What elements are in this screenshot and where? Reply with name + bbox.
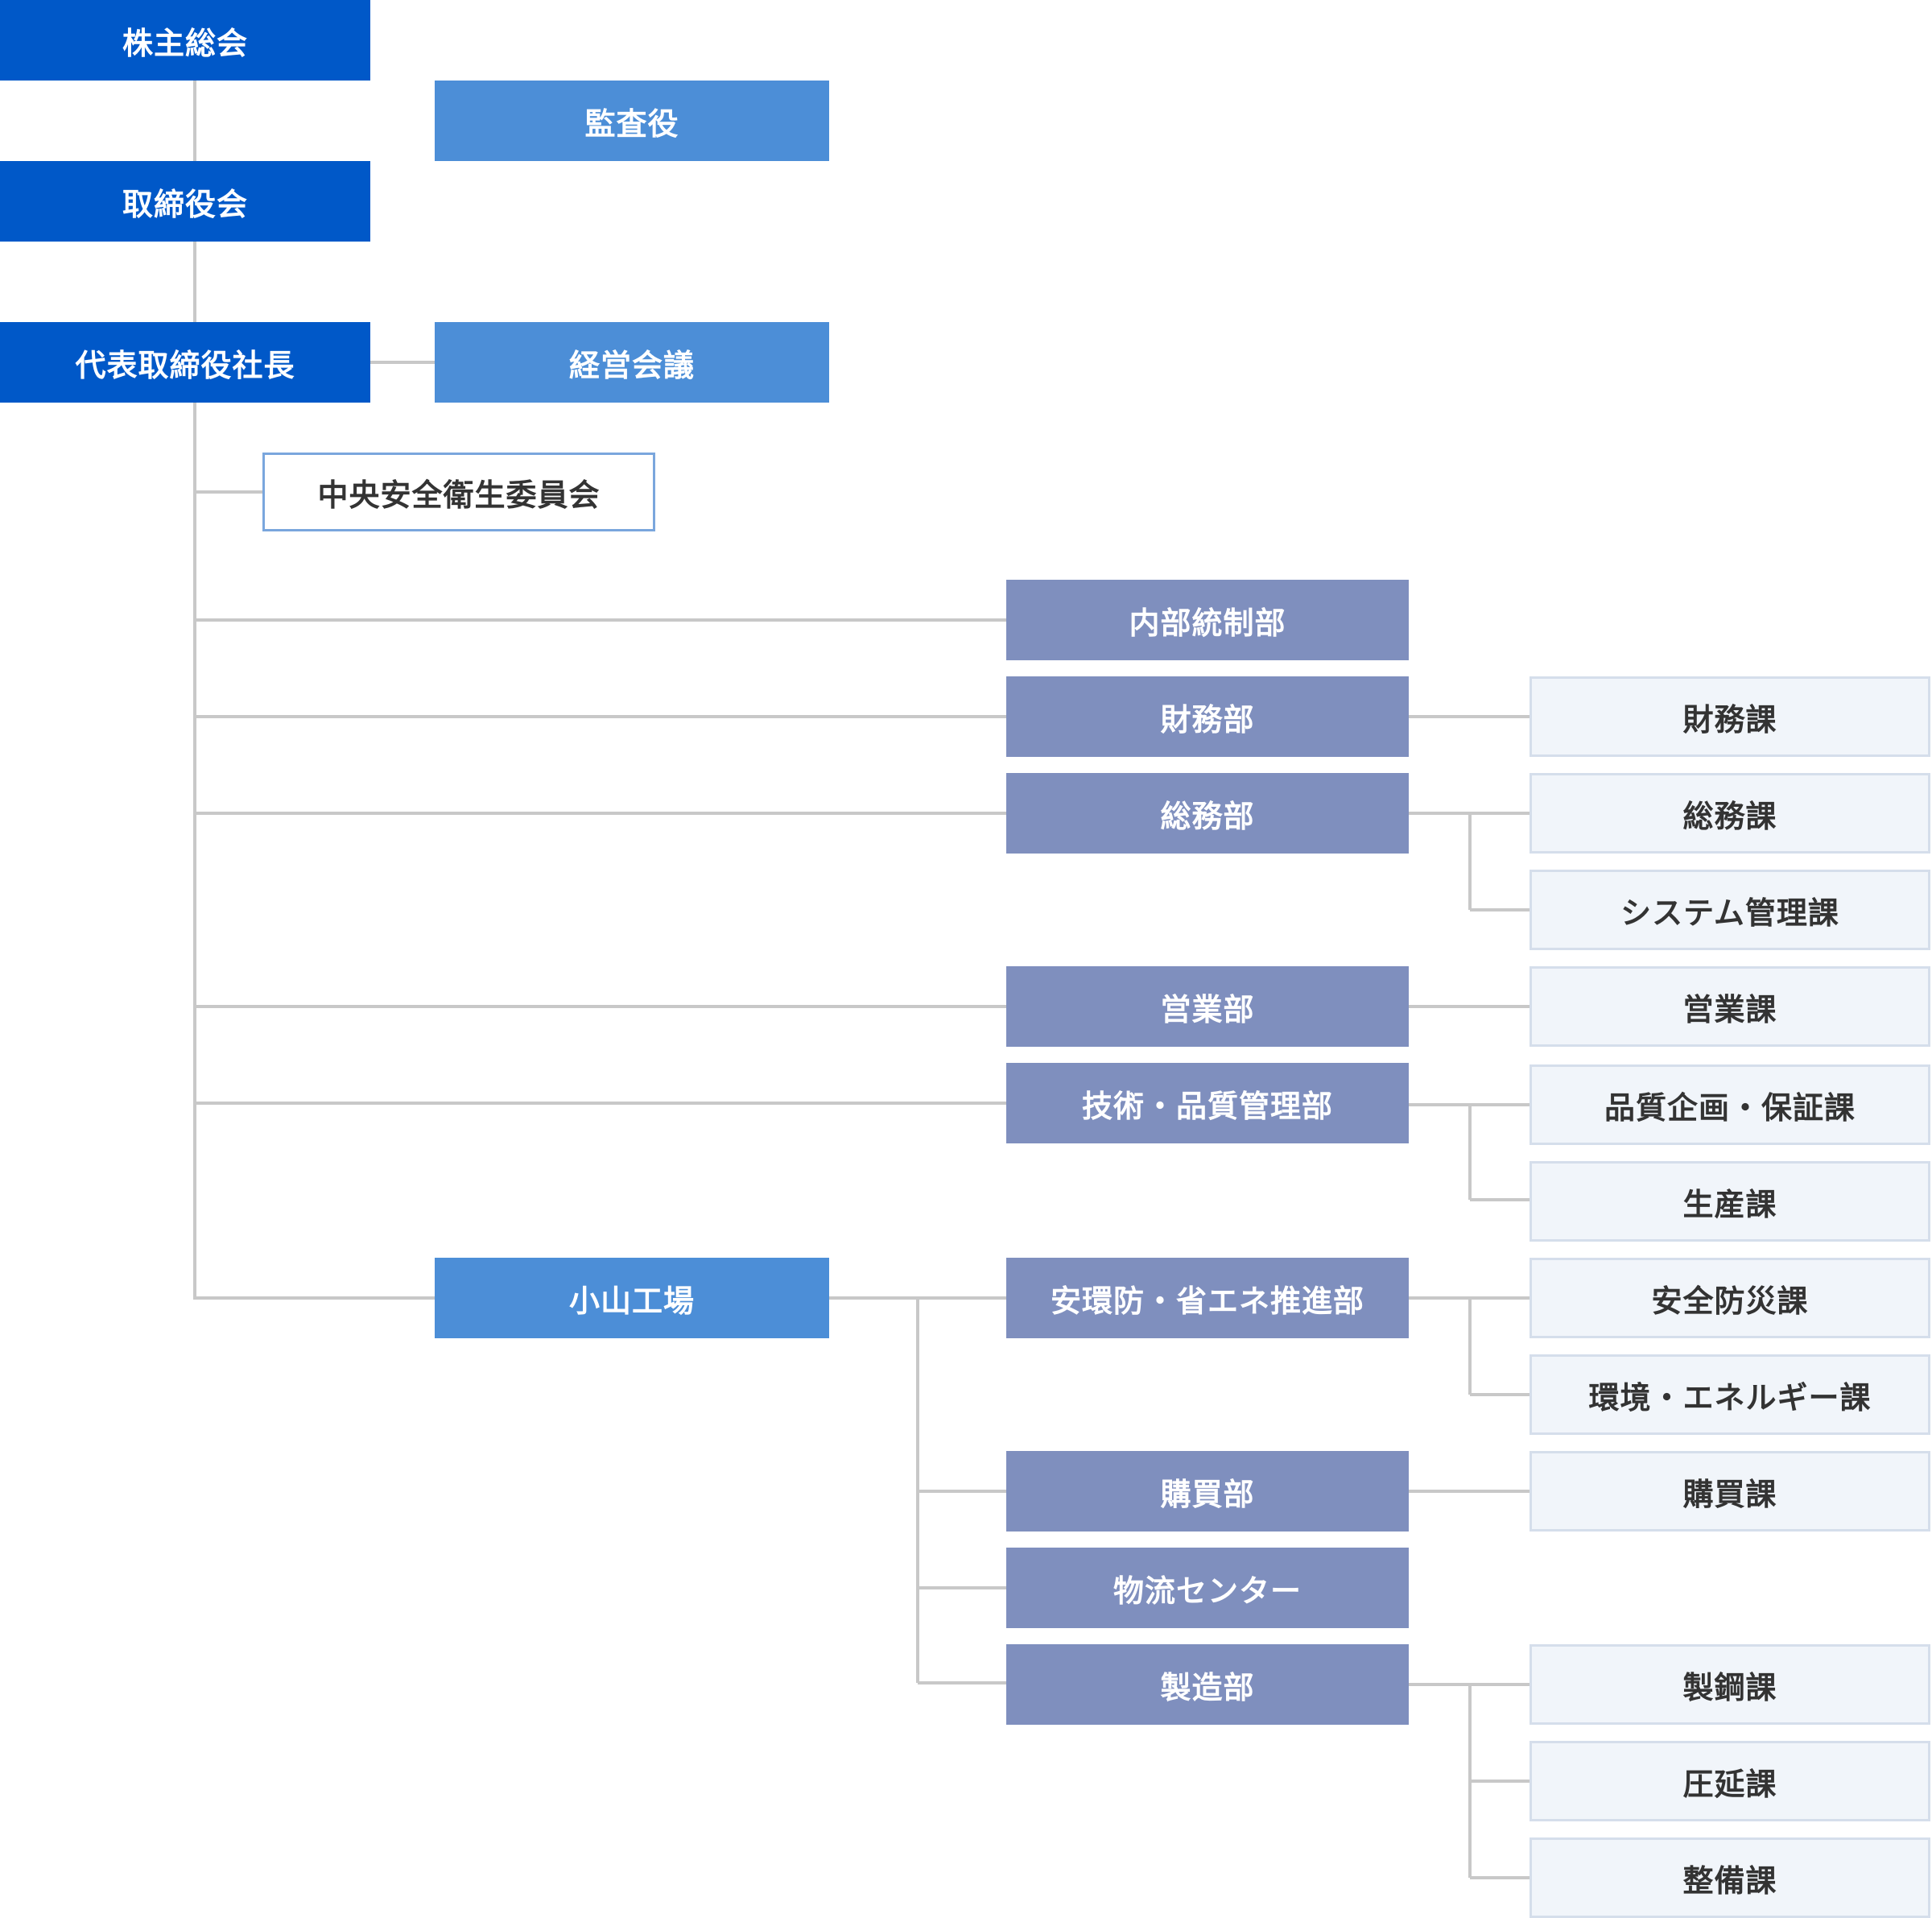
section-production: 生産課 <box>1530 1161 1930 1242</box>
auditor-box: 監査役 <box>435 81 829 161</box>
dept-logistics-center: 物流センター <box>1006 1548 1409 1628</box>
dept-tech-quality: 技術・品質管理部 <box>1006 1063 1409 1143</box>
management-meeting-box: 経営会議 <box>435 322 829 403</box>
dept-sales: 営業部 <box>1006 966 1409 1047</box>
oyama-plant-box: 小山工場 <box>435 1258 829 1338</box>
dept-internal-control: 内部統制部 <box>1006 580 1409 660</box>
dept-purchasing: 購買部 <box>1006 1451 1409 1532</box>
section-maintenance: 整備課 <box>1530 1837 1930 1918</box>
dept-safety-environment: 安環防・省エネ推進部 <box>1006 1258 1409 1338</box>
section-environment-energy: 環境・エネルギー課 <box>1530 1354 1930 1435</box>
president-box: 代表取締役社長 <box>0 322 370 403</box>
section-rolling: 圧延課 <box>1530 1741 1930 1821</box>
section-general-affairs: 総務課 <box>1530 773 1930 854</box>
shareholders-meeting-box: 株主総会 <box>0 0 370 81</box>
section-steelmaking: 製鋼課 <box>1530 1644 1930 1725</box>
section-safety-disaster: 安全防災課 <box>1530 1258 1930 1338</box>
dept-general-affairs: 総務部 <box>1006 773 1409 854</box>
safety-health-committee-box: 中央安全衛生委員会 <box>262 453 655 531</box>
section-sales: 営業課 <box>1530 966 1930 1047</box>
dept-manufacturing: 製造部 <box>1006 1644 1409 1725</box>
board-of-directors-box: 取締役会 <box>0 161 370 242</box>
section-finance: 財務課 <box>1530 676 1930 757</box>
section-purchasing: 購買課 <box>1530 1451 1930 1532</box>
dept-finance: 財務部 <box>1006 676 1409 757</box>
section-quality-planning: 品質企画・保証課 <box>1530 1064 1930 1145</box>
section-system-management: システム管理課 <box>1530 870 1930 950</box>
